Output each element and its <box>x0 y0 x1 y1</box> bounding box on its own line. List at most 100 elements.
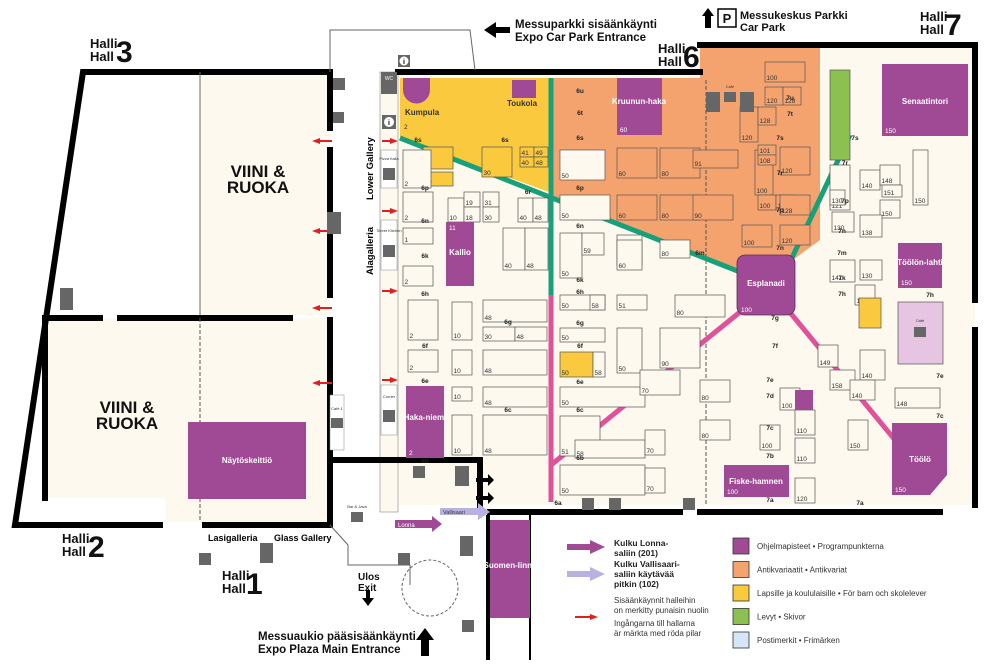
booth[interactable]: 80 <box>699 419 731 441</box>
booth[interactable]: 50 <box>616 327 643 374</box>
fork-knife-icon[interactable] <box>462 620 474 632</box>
bar-java[interactable]: Bar & Java <box>347 504 368 522</box>
small-program-stand[interactable] <box>795 390 813 410</box>
main-entrance[interactable]: Messuaukio pääsisäänkäynti Expo Plaza Ma… <box>258 628 434 656</box>
booth[interactable]: 70 <box>644 429 666 456</box>
booth[interactable]: 80 <box>699 379 731 403</box>
booth[interactable]: 48 <box>533 156 549 168</box>
area-senaatintori[interactable]: Senaatintori 150 <box>882 64 968 136</box>
cafe-balcony[interactable]: Café <box>724 84 736 102</box>
booth[interactable]: 138 <box>859 214 883 238</box>
booth[interactable]: 150 <box>847 419 869 451</box>
booth[interactable]: 59 <box>581 232 605 256</box>
cafe-storyhall[interactable]: Café <box>914 318 926 337</box>
booth[interactable]: 51 <box>616 294 648 311</box>
booth[interactable]: 50 <box>559 194 611 221</box>
booth[interactable]: 150 <box>912 149 929 206</box>
booth[interactable]: 151 <box>881 184 903 198</box>
area-toolo[interactable]: Töölö 150 <box>892 423 947 495</box>
booth[interactable]: 48 <box>482 349 548 376</box>
booth[interactable]: 141 <box>829 259 856 283</box>
booth[interactable]: 148 <box>879 164 901 186</box>
area-suomenlinna[interactable]: Suomen-linna <box>484 520 537 618</box>
booth[interactable]: 10 <box>451 386 473 402</box>
area-fiskehamnen[interactable]: Fiske-hamnen 100 <box>724 465 789 497</box>
booth[interactable]: 108 <box>757 154 777 166</box>
booth[interactable]: 30 <box>482 326 516 342</box>
booth[interactable]: 128 <box>782 86 802 106</box>
car-park-sign[interactable]: P Messukeskus Parkki Car Park <box>702 8 848 34</box>
info-icon[interactable]: i <box>398 55 410 67</box>
first-aid-icon[interactable] <box>333 112 344 123</box>
booth[interactable]: 60 <box>616 147 658 179</box>
booth[interactable]: 58 <box>589 294 606 311</box>
wc-icon[interactable] <box>260 543 273 563</box>
car-park-entrance[interactable]: Messuparkki sisäänkäynti Expo Car Park E… <box>484 19 657 44</box>
cloakroom-icon[interactable] <box>683 498 695 510</box>
restaurant-street-kitchen[interactable]: Street Kitchen <box>376 219 402 271</box>
booth[interactable]: 48 <box>482 386 548 408</box>
booth[interactable]: 50 <box>559 149 606 181</box>
wc-icon[interactable]: WC <box>381 72 397 94</box>
booth[interactable]: 48 <box>532 197 549 223</box>
booth[interactable]: 120 <box>739 106 759 143</box>
booth[interactable]: 140 <box>849 379 876 401</box>
booth[interactable]: 58 <box>592 351 606 378</box>
wc-icon[interactable] <box>460 536 473 556</box>
restaurant-pizza-italia[interactable]: Pizza Italia <box>379 149 399 189</box>
booth[interactable]: 120 <box>794 477 816 504</box>
area-toukola[interactable]: Toukola <box>507 80 538 108</box>
exit-sign[interactable]: Ulos Exit <box>358 572 380 606</box>
booth[interactable]: 31 <box>482 191 500 208</box>
info-icon[interactable] <box>398 553 410 565</box>
booth[interactable]: 30 <box>482 206 500 223</box>
booth[interactable]: 101 <box>757 144 777 156</box>
area-esplanadi[interactable]: Esplanadi 100 <box>736 254 796 316</box>
booth[interactable]: 110 <box>794 409 816 436</box>
booth[interactable]: 140 <box>859 349 886 381</box>
booth[interactable]: 80 <box>674 294 726 318</box>
booth[interactable]: 50 <box>559 351 594 378</box>
area-kumpula[interactable]: Kumpula 2 <box>403 78 440 131</box>
booth[interactable]: 18 <box>463 206 481 223</box>
booth[interactable]: 100 <box>764 61 806 83</box>
cloakroom-icon[interactable] <box>199 553 211 565</box>
booth[interactable]: 10 <box>451 414 473 456</box>
booth[interactable]: 19 <box>463 191 481 208</box>
area-hakaniemi[interactable]: Haka-niemi 2 <box>404 386 447 458</box>
info-icon[interactable]: i <box>382 115 396 129</box>
booth[interactable]: 48 <box>482 414 548 456</box>
booth[interactable]: 1 <box>402 227 434 245</box>
booth[interactable]: 150 <box>879 199 901 219</box>
booth[interactable]: 91 <box>692 149 739 169</box>
booth[interactable]: 48 <box>524 227 549 271</box>
booth[interactable]: 148 <box>894 387 941 409</box>
booth[interactable]: 50 <box>559 464 646 496</box>
booth[interactable]: 60 <box>616 239 643 271</box>
booth[interactable]: 2 <box>402 191 434 223</box>
booth[interactable]: 130 <box>831 211 855 233</box>
wc-icon[interactable] <box>327 212 341 234</box>
booth[interactable]: 130 <box>859 259 883 281</box>
booth[interactable]: 40 <box>519 156 535 168</box>
booth[interactable]: 10 <box>451 301 473 341</box>
booth[interactable]: 60 <box>616 194 658 221</box>
booth[interactable]: 2 <box>407 349 439 373</box>
booth[interactable]: 41 <box>519 146 535 158</box>
cloakroom-icon[interactable] <box>333 78 345 90</box>
cafe-1[interactable]: Café 1 <box>329 394 345 451</box>
booth[interactable]: 2 <box>402 149 432 189</box>
booth[interactable]: 120 <box>764 86 784 106</box>
restaurant-corner[interactable]: Corner <box>380 384 398 436</box>
booth[interactable]: 50 <box>559 232 583 279</box>
kids-stand[interactable] <box>858 297 882 329</box>
area-kallio[interactable]: Kallio 11 <box>446 222 474 286</box>
booth[interactable]: 48 <box>482 299 548 323</box>
booth[interactable]: 100 <box>759 424 781 451</box>
booth[interactable]: 30 <box>481 146 513 178</box>
wc-icon[interactable] <box>455 466 469 486</box>
booth[interactable]: 10 <box>447 197 465 223</box>
booth[interactable]: 110 <box>794 437 816 464</box>
booth[interactable]: 90 <box>659 327 701 369</box>
booth[interactable]: 48 <box>514 326 548 342</box>
